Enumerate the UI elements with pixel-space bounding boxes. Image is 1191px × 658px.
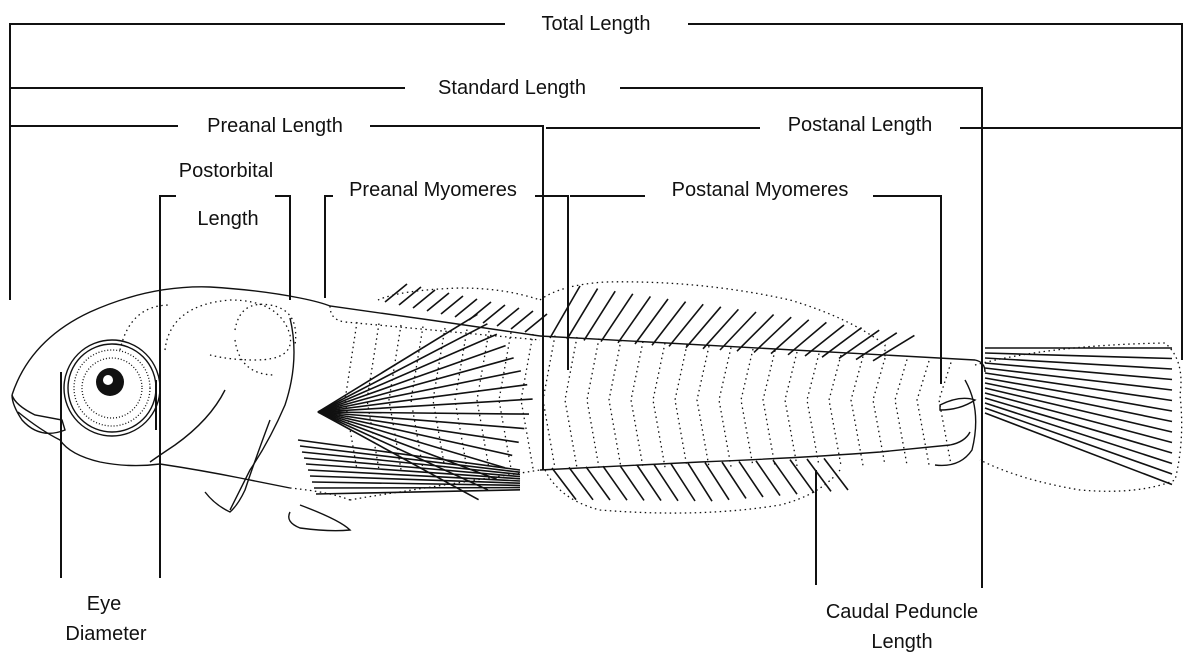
dorsal-fin-ray (720, 312, 756, 350)
myomere (543, 336, 555, 469)
dorsal-fin-ray (427, 293, 449, 311)
total-length-label: Total Length (542, 13, 651, 35)
myomere (631, 342, 643, 468)
dorsal-fin-ray (686, 307, 721, 348)
dorsal-fin-ray (754, 317, 791, 352)
dorsal-fin-ray (737, 315, 774, 352)
dorsal-fin-ray (669, 304, 703, 346)
pelvic-fin-ray (316, 490, 520, 494)
dorsal-fin-ray (601, 294, 633, 342)
postorbital-label-line1: Postorbital (179, 160, 274, 182)
myomere (829, 355, 841, 466)
dorsal-fin-ray (567, 289, 598, 340)
standard-length-label: Standard Length (438, 77, 586, 99)
dorsal-fin-ray (652, 302, 686, 346)
myomere (785, 352, 797, 466)
myomere (697, 346, 709, 467)
dorsal-fin-ray (511, 311, 533, 329)
dorsal-fin-ray (483, 305, 505, 323)
fish-head-outline (12, 287, 540, 395)
standard-length-bracket (10, 88, 982, 588)
myomere (565, 337, 577, 468)
myomere (917, 361, 929, 465)
dorsal-fin-ray (455, 299, 477, 317)
pectoral-fin-ray (318, 358, 514, 412)
dorsal-fin-ray (635, 299, 668, 344)
myomere (851, 357, 863, 466)
caudal-fin-ray (985, 383, 1172, 422)
preanal-myomeres-label: Preanal Myomeres (349, 179, 517, 201)
postanal-length-label: Postanal Length (788, 114, 933, 136)
postanal-myomeres-label: Postanal Myomeres (672, 179, 849, 201)
dorsal-fin-ray (385, 284, 407, 302)
total-length-bracket (10, 24, 1182, 360)
dorsal-fin-ray (550, 286, 580, 338)
postorbital-bracket (160, 196, 290, 578)
dorsal-fin-ray (618, 296, 650, 342)
caudal-peduncle-label-line2: Length (871, 631, 932, 653)
myomere (719, 348, 731, 467)
myomere (609, 340, 621, 468)
postorbital-label-line2: Length (197, 208, 258, 230)
myomere (873, 358, 885, 465)
caudal-fin-ray (985, 403, 1172, 464)
pectoral-fin-ray (318, 314, 477, 412)
caudal-fin-ray (985, 353, 1172, 359)
myomere (653, 343, 665, 467)
myomere (807, 354, 819, 466)
pectoral-fin-ray (318, 324, 487, 412)
eye-diameter-label-line1: Eye (87, 593, 121, 615)
eye-diameter-bracket (61, 372, 156, 578)
dorsal-fin-ray (497, 308, 519, 326)
eye-diameter-label-line2: Diameter (65, 623, 146, 645)
preanal-length-label: Preanal Length (207, 115, 343, 137)
fish-larva-illustration (12, 282, 1182, 531)
caudal-peduncle-label-line1: Caudal Peduncle (826, 601, 978, 623)
caudal-fin-ray (985, 413, 1172, 485)
preanal-myomeres-bracket (325, 196, 568, 370)
myomere (741, 349, 753, 466)
preanal-length-bracket (10, 126, 543, 470)
myomere (587, 339, 599, 468)
dorsal-fin-ray (703, 309, 738, 348)
caudal-fin-ray (985, 358, 1172, 369)
dorsal-fin-ray (399, 287, 421, 305)
dorsal-fin-ray (584, 291, 615, 340)
pelvic-fin-ray (304, 458, 520, 477)
dorsal-fin-ray (441, 296, 463, 314)
myomere (521, 334, 533, 468)
dorsal-fin-ray (413, 290, 435, 308)
myomere (763, 351, 775, 467)
anal-fin-ray (824, 458, 848, 490)
myomere (675, 345, 687, 468)
